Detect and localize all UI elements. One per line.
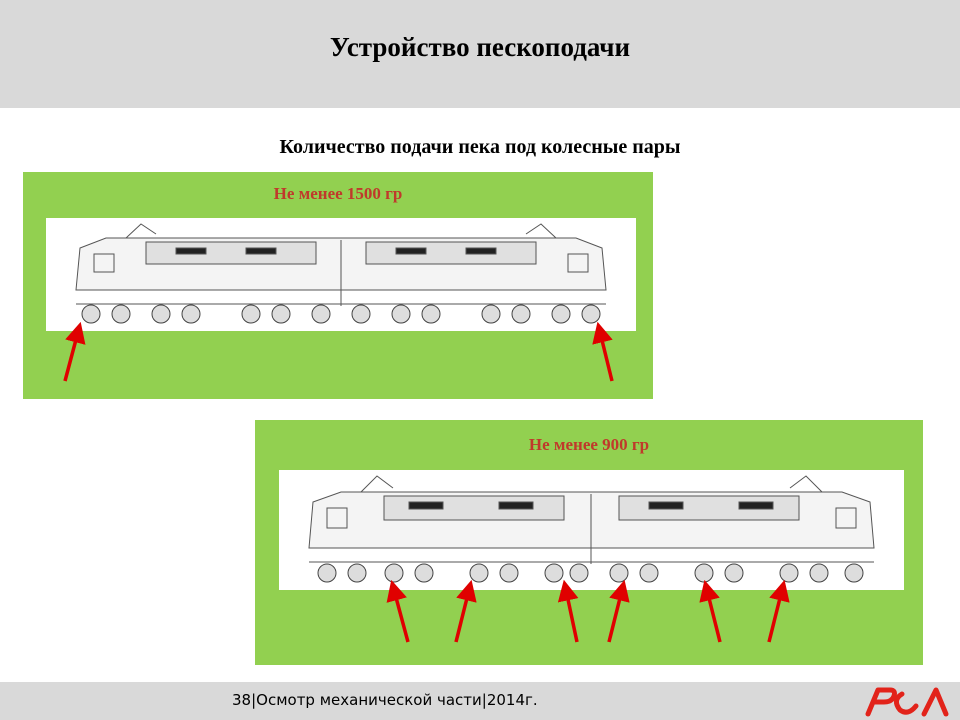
red-arrow-icon <box>386 579 410 643</box>
red-arrow-icon <box>454 579 477 643</box>
red-arrow-icon <box>767 579 790 643</box>
red-arrow-icon <box>63 321 86 382</box>
panel-label-1500: Не менее 1500 гр <box>273 184 403 203</box>
panel-1500: Не менее 1500 гр <box>23 172 653 399</box>
locomotive-drawing-svg <box>308 475 875 583</box>
locomotive-drawing <box>279 470 904 590</box>
slide-title: Устройство пескоподачи <box>329 32 631 62</box>
panel-label-900: Не менее 900 гр <box>528 435 650 454</box>
red-arrow-icon <box>592 321 614 382</box>
red-arrow-icon <box>607 579 630 643</box>
slide-footer: 38|Осмотр механической части|2014г. <box>0 682 960 720</box>
panel-900: Не менее 900 гр <box>255 420 923 665</box>
locomotive-drawing-svg <box>75 223 607 324</box>
rzd-logo <box>865 687 949 717</box>
footer-text: 38|Осмотр механической части|2014г. <box>232 691 538 709</box>
slide-subtitle: Количество подачи пека под колесные пары <box>279 136 681 158</box>
red-arrow-icon <box>557 579 579 643</box>
red-arrow-icon <box>699 579 722 643</box>
locomotive-drawing <box>46 218 636 331</box>
slide-header <box>0 0 960 108</box>
